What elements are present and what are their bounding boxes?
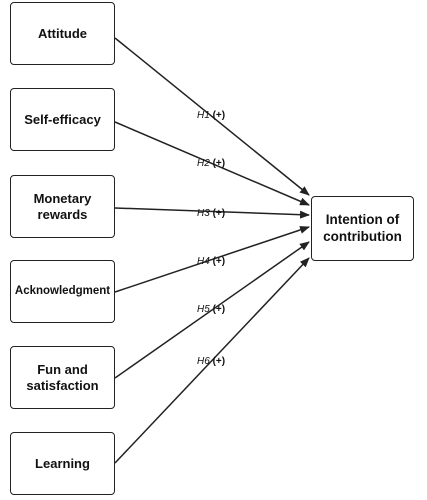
self-efficacy-box: Self-efficacy bbox=[10, 88, 115, 151]
fun-satisfaction-label: Fun and satisfaction bbox=[26, 361, 99, 393]
hypothesis-id: H3 bbox=[197, 208, 210, 219]
intention-of-contribution-box: Intention of contribution bbox=[311, 196, 414, 261]
arrow-h5 bbox=[114, 241, 310, 379]
hypothesis-sign: (+) bbox=[212, 356, 226, 367]
hypothesis-id: H6 bbox=[197, 356, 210, 367]
hypothesis-sign: (+) bbox=[212, 304, 226, 315]
hypothesis-id: H2 bbox=[197, 158, 210, 169]
arrow-h3 bbox=[114, 207, 310, 219]
arrow-h4 bbox=[114, 226, 310, 293]
hypothesis-label-h1: H1 (+) bbox=[197, 110, 225, 121]
hypothesis-id: H5 bbox=[197, 304, 210, 315]
hypothesis-sign: (+) bbox=[212, 256, 226, 267]
acknowledgment-label: Acknowledgment bbox=[14, 284, 111, 297]
hypothesis-label-h4: H4 (+) bbox=[197, 256, 225, 267]
arrow-h2 bbox=[114, 121, 310, 206]
attitude-label: Attitude bbox=[37, 25, 88, 41]
hypothesis-label-h2: H2 (+) bbox=[197, 158, 225, 169]
attitude-box: Attitude bbox=[10, 2, 115, 65]
hypothesis-label-h6: H6 (+) bbox=[197, 356, 225, 367]
hypothesis-sign: (+) bbox=[212, 158, 226, 169]
monetary-rewards-label: Monetary rewards bbox=[33, 190, 92, 222]
learning-box: Learning bbox=[10, 432, 115, 495]
hypothesis-label-h5: H5 (+) bbox=[197, 304, 225, 315]
arrow-h1 bbox=[114, 37, 310, 196]
arrow-h6 bbox=[114, 257, 310, 464]
hypothesis-sign: (+) bbox=[212, 110, 226, 121]
learning-label: Learning bbox=[35, 455, 90, 471]
acknowledgment-box: Acknowledgment bbox=[10, 260, 115, 323]
hypothesis-label-h3: H3 (+) bbox=[197, 208, 225, 219]
fun-satisfaction-box: Fun and satisfaction bbox=[10, 346, 115, 409]
hypothesis-id: H1 bbox=[197, 110, 210, 121]
intention-of-contribution-label: Intention of contribution bbox=[323, 212, 402, 244]
monetary-rewards-box: Monetary rewards bbox=[10, 175, 115, 238]
hypothesis-sign: (+) bbox=[212, 208, 226, 219]
self-efficacy-label: Self-efficacy bbox=[24, 111, 101, 127]
hypothesis-id: H4 bbox=[197, 256, 210, 267]
